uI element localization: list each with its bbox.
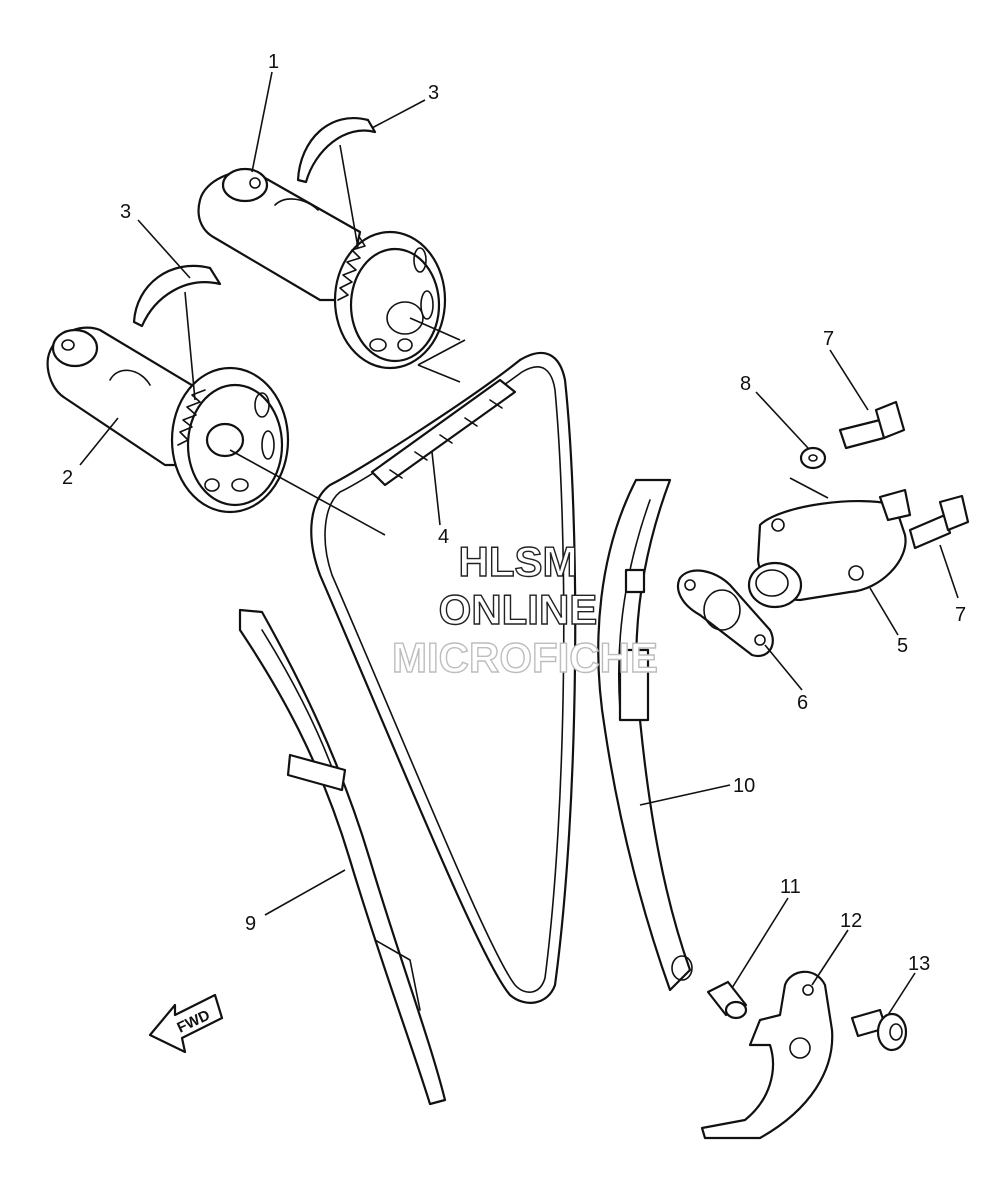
watermark-line-3: MICROFICHE	[392, 634, 658, 681]
callout-11: 11	[780, 876, 801, 898]
collar[interactable]	[706, 980, 748, 1020]
camshaft-lower[interactable]	[46, 326, 290, 514]
callout-13: 13	[908, 953, 930, 975]
callout-9: 9	[245, 913, 256, 935]
chain-tensioner[interactable]	[747, 488, 912, 609]
stopper-bolt[interactable]	[850, 1008, 908, 1052]
callout-numbers: 1 2 3 3 4 5 6 7 7 8 9 10 11 12 13	[62, 51, 966, 975]
chain-guide-right[interactable]	[597, 478, 693, 992]
cam-sprocket-clip-lower[interactable]	[132, 264, 222, 328]
callout-5: 5	[897, 635, 908, 657]
callout-3b: 3	[120, 201, 131, 223]
leader-lines	[79, 71, 959, 1016]
watermark: HLSM ONLINE MICROFICHE	[391, 537, 658, 681]
watermark-line-2: ONLINE	[439, 586, 598, 633]
bolt-upper[interactable]	[838, 400, 906, 450]
callout-4: 4	[438, 526, 449, 548]
camshaft-upper[interactable]	[197, 167, 447, 370]
washer[interactable]	[789, 446, 829, 499]
callout-3a: 3	[428, 82, 439, 104]
forward-arrow-icon: FWD	[148, 993, 224, 1054]
callout-8: 8	[740, 373, 751, 395]
chain-guide-left[interactable]	[238, 608, 447, 1106]
callout-12: 12	[840, 910, 862, 932]
watermark-line-1: HLSM	[459, 538, 578, 585]
callout-6: 6	[797, 692, 808, 714]
callout-10: 10	[733, 775, 755, 797]
cam-sprocket-clip-upper[interactable]	[296, 117, 377, 184]
callout-7a: 7	[823, 328, 834, 350]
bolt-lower[interactable]	[908, 494, 970, 550]
callout-7b: 7	[955, 604, 966, 626]
callout-1: 1	[268, 51, 279, 73]
cam-chain[interactable]	[310, 339, 577, 1004]
callout-2: 2	[62, 467, 73, 489]
